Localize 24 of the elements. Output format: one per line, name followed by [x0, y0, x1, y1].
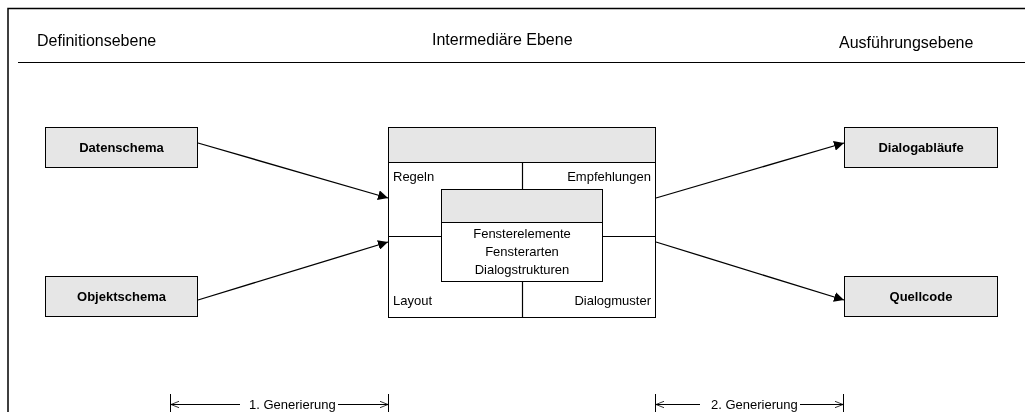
component-panel	[388, 127, 656, 318]
arrow	[197, 142, 389, 200]
arrow	[197, 240, 389, 301]
box-label: Objektschema	[77, 289, 166, 304]
list-item: Fensterarten	[484, 244, 560, 260]
process-box	[45, 276, 198, 317]
quadrant-label: Empfehlungen	[567, 169, 651, 185]
quadrant-label: Dialogmuster	[574, 293, 651, 309]
box-label: Quellcode	[889, 289, 953, 304]
arrow	[655, 241, 845, 302]
dimension-label: 2. Generierung	[709, 397, 800, 412]
section-heading: Ausführungsebene	[837, 34, 976, 52]
process-box	[844, 127, 998, 168]
process-box	[844, 276, 998, 317]
process-box	[45, 127, 198, 168]
box-label: Datenschema	[79, 140, 164, 155]
arrow	[655, 141, 845, 199]
list-item: Fensterelemente	[472, 226, 572, 242]
list-item: Dialogstrukturen	[473, 262, 571, 278]
inner-panel	[441, 189, 603, 282]
dimension-label: 1. Generierung	[247, 397, 338, 412]
quadrant-label: Regeln	[393, 169, 435, 185]
box-label: Dialogabläufe	[878, 140, 964, 155]
quadrant-label: Layout	[393, 293, 433, 309]
